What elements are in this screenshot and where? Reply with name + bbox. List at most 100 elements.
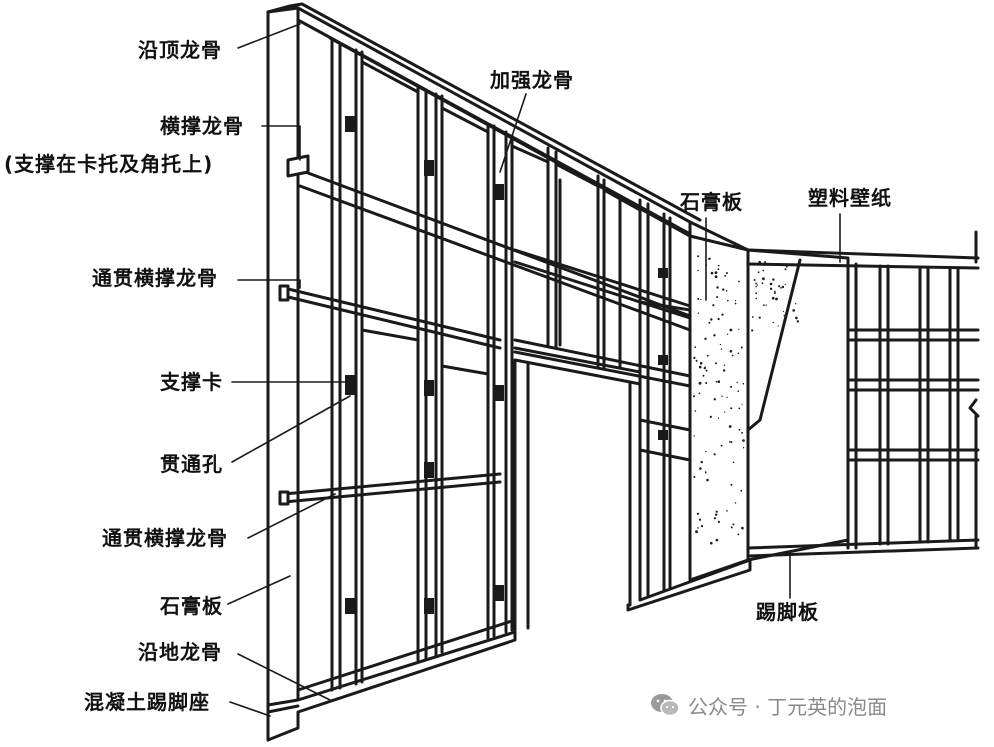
speckle-dot: [710, 318, 713, 321]
speckle-dot: [709, 415, 712, 418]
label-gypsum-left: 石膏板: [160, 594, 223, 618]
speckle-dot: [695, 359, 698, 362]
speckle-dot: [730, 483, 733, 486]
speckle-dot: [762, 304, 765, 306]
speckle-dot: [726, 333, 729, 335]
speckle-dot: [783, 314, 785, 317]
speckle-dot: [713, 517, 717, 520]
speckle-dot: [715, 513, 718, 516]
speckle-dot: [782, 310, 785, 313]
speckle-dot: [709, 257, 712, 259]
speckle-dot: [693, 435, 695, 437]
speckle-dot: [769, 287, 773, 290]
speckle-dot: [696, 512, 700, 515]
speckle-dot: [757, 271, 760, 274]
speckle-dot: [705, 369, 708, 372]
speckle-dot: [773, 292, 776, 294]
speckle-dot: [704, 471, 707, 473]
gypsum-board-right: [688, 220, 750, 582]
speckle-dot: [775, 297, 778, 301]
speckle-dot: [708, 257, 711, 260]
speckle-dot: [700, 525, 704, 528]
speckle-dot: [738, 328, 740, 330]
speckle-dot: [715, 538, 719, 542]
speckle-dot: [727, 299, 729, 302]
through-brace-upper: [282, 286, 502, 350]
speckle-dot: [717, 317, 720, 321]
speckle-dot: [781, 285, 785, 289]
wechat-icon: [651, 694, 680, 717]
speckle-dot: [705, 450, 707, 453]
speckle-dot: [753, 279, 756, 281]
label-reinforce-stud: 加强龙骨: [490, 68, 574, 92]
speckle-dot: [730, 526, 733, 529]
label-wallpaper: 塑料壁纸: [808, 186, 892, 210]
speckle-dot: [730, 441, 733, 444]
speckle-dot: [742, 382, 745, 385]
speckle-dot: [715, 381, 718, 383]
speckle-dot: [784, 283, 786, 285]
speckle-dot: [712, 304, 715, 307]
speckle-dot: [734, 300, 737, 302]
speckle-dot: [781, 328, 785, 331]
speckle-dot: [780, 287, 782, 289]
label-floor-track: 沿地龙骨: [138, 640, 222, 664]
label-through-hole: 贯通孔: [160, 452, 223, 476]
speckle-dot: [720, 444, 723, 447]
speckle-dot: [758, 316, 761, 319]
speckle-dot: [729, 350, 733, 353]
door-opening: [513, 358, 642, 632]
speckle-dot: [755, 297, 757, 300]
front-board: [266, 6, 300, 742]
speckle-dot: [722, 369, 726, 372]
speckle-dot: [720, 348, 723, 350]
speckle-dot: [774, 290, 776, 293]
label-concrete-base: 混凝土踢脚座: [84, 690, 210, 714]
speckle-dot: [742, 447, 745, 449]
speckle-dot: [762, 277, 765, 281]
speckle-dot: [728, 425, 732, 428]
speckle-dot: [740, 346, 743, 349]
label-through-brace-lower: 通贯横撑龙骨: [102, 526, 228, 550]
speckle-dot: [710, 541, 713, 545]
speckle-dot: [719, 343, 722, 346]
speckle-dot: [717, 520, 721, 524]
speckle-dot: [698, 518, 702, 521]
speckle-dot: [713, 453, 716, 456]
speckle-dot: [705, 264, 708, 267]
speckle-dot: [729, 441, 731, 443]
speckle-dot: [721, 313, 724, 316]
speckle-dot: [740, 489, 743, 492]
speckle-dot: [731, 354, 734, 357]
speckle-dot: [796, 320, 799, 323]
speckle-dot: [724, 411, 726, 413]
speckle-dot: [792, 309, 795, 312]
speckle-dot: [693, 395, 695, 398]
speckle-dot: [705, 382, 708, 384]
speckle-dot: [794, 303, 797, 305]
speckle-dot: [751, 316, 754, 318]
speckle-dot: [778, 285, 781, 288]
speckle-dot: [698, 381, 702, 385]
label-cross-brace-note: (支撑在卡托及角托上): [4, 152, 214, 176]
speckle-dot: [717, 268, 720, 271]
speckle-dot: [697, 527, 699, 529]
speckle-dot: [726, 510, 728, 512]
speckle-dot: [713, 398, 716, 401]
speckle-dot: [772, 278, 775, 281]
speckle-dot: [732, 523, 735, 526]
speckle-dot: [725, 272, 728, 274]
speckle-dot: [738, 280, 740, 283]
speckle-dot: [697, 297, 700, 300]
speckle-dot: [700, 460, 703, 464]
speckle-dot: [710, 271, 714, 275]
speckle-dot: [704, 337, 707, 340]
speckle-dot: [697, 312, 699, 314]
speckle-dot: [704, 366, 706, 368]
speckle-dot: [729, 328, 733, 332]
speckle-dot: [741, 526, 744, 530]
speckle-dot: [738, 407, 741, 410]
speckle-dot: [777, 325, 779, 327]
speckle-dot: [716, 286, 719, 289]
speckle-dot: [693, 475, 696, 478]
